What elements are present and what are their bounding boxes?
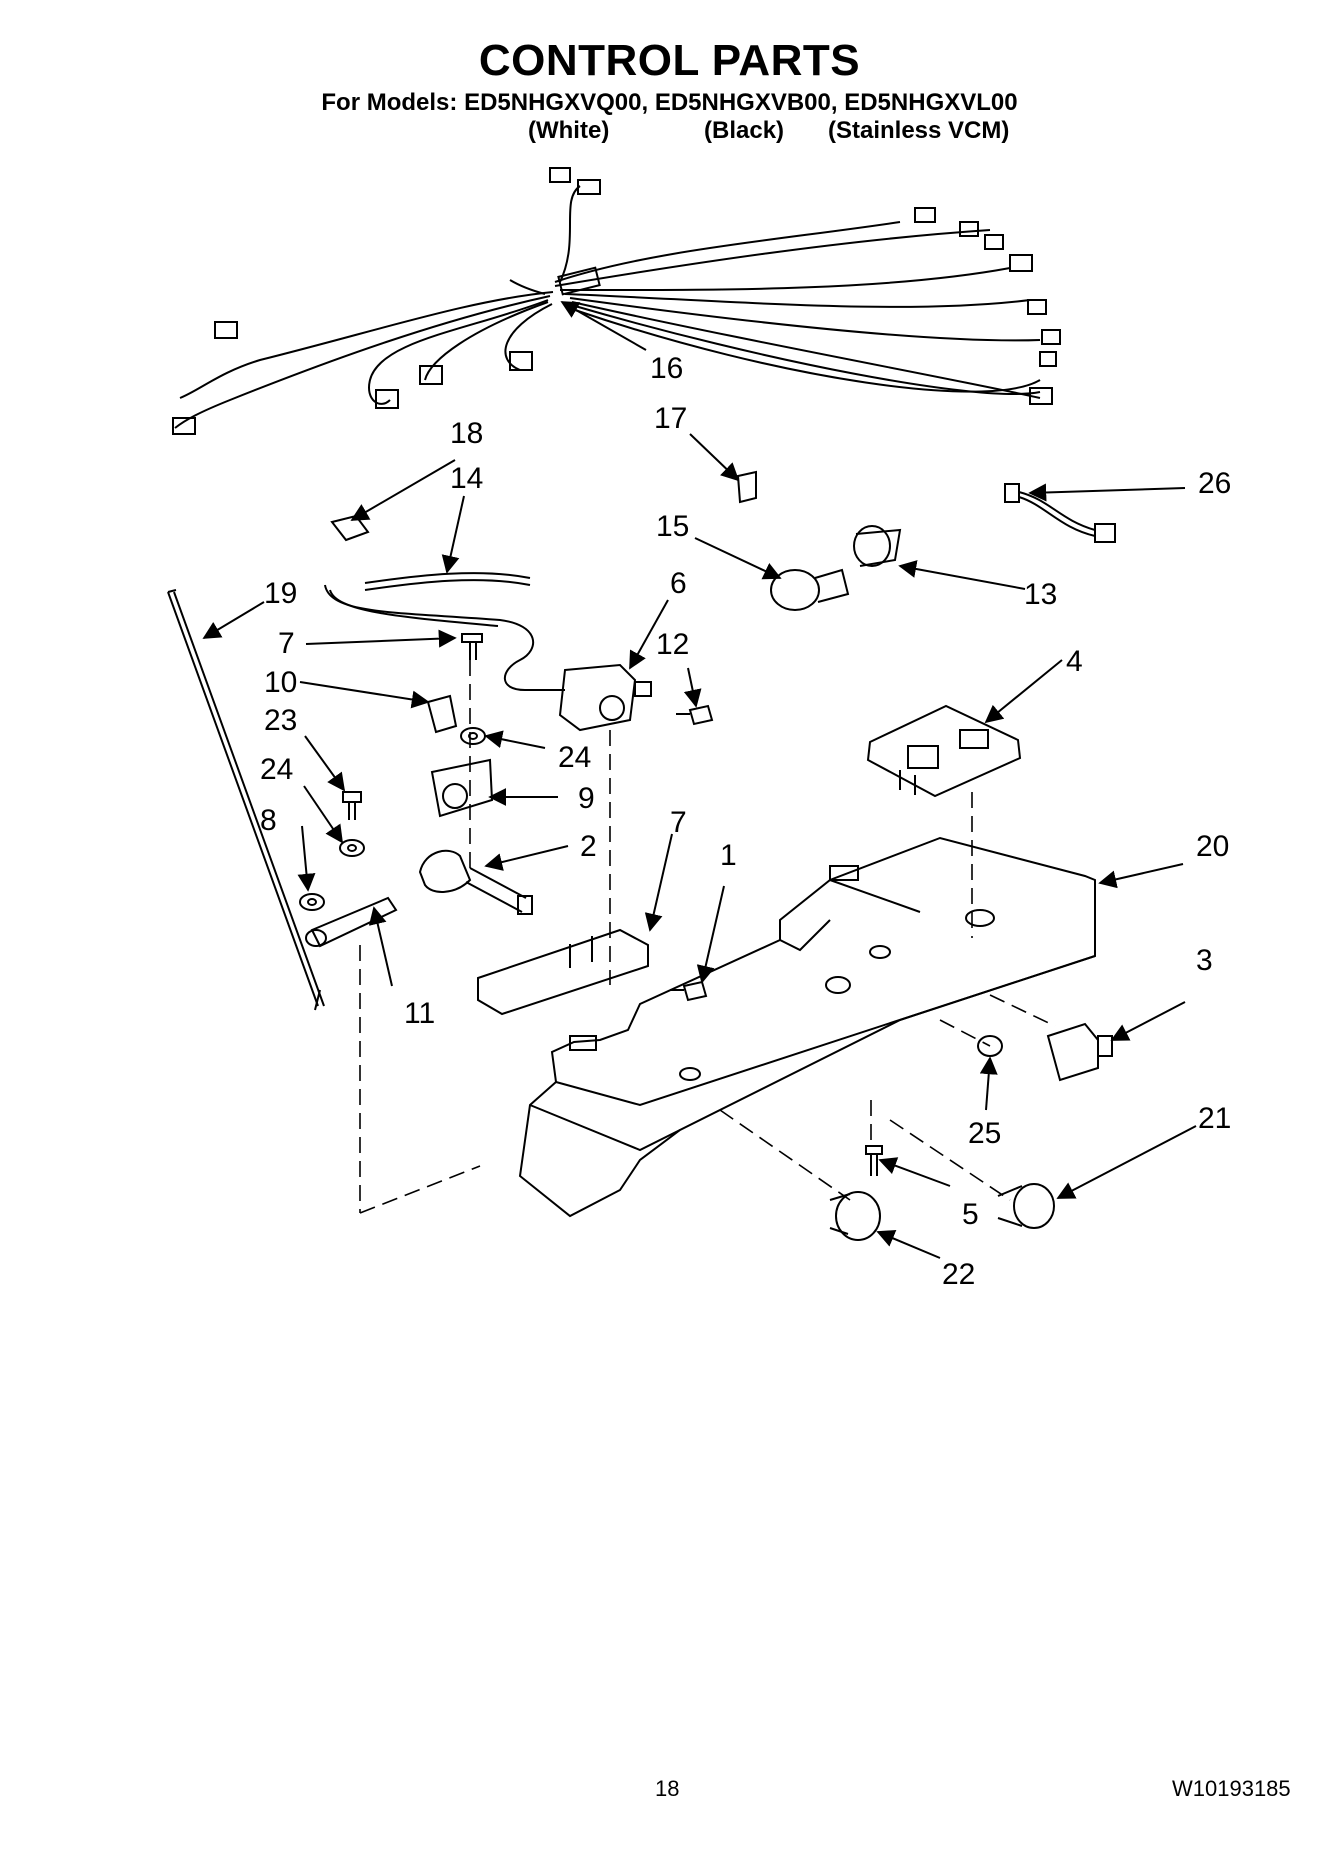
callout-23: 23 [264, 704, 297, 737]
callout-5: 5 [962, 1198, 979, 1231]
callout-19: 19 [264, 577, 297, 610]
screws [342, 633, 883, 1176]
clip [736, 470, 757, 504]
model-black: ED5NHGXVB00, [654, 89, 838, 116]
callout-9: 9 [578, 782, 595, 815]
control-housing [518, 836, 1096, 1218]
washers [299, 727, 486, 911]
callout-7-upper: 7 [278, 627, 295, 660]
callout-16: 16 [650, 352, 683, 385]
spring-clip [426, 694, 458, 734]
callout-2: 7 [670, 806, 687, 839]
models-line: For Models: ED5NHGXVQ00, ED5NHGXVB00, ED… [0, 89, 1339, 117]
color-black: (Black) [704, 117, 785, 144]
callout-14: 14 [450, 462, 483, 495]
actuator-rod [167, 589, 325, 1011]
lever [305, 896, 398, 948]
assembly-lines [359, 660, 1056, 1214]
shaft-bracket [430, 758, 494, 818]
callout-11: 11 [404, 997, 435, 1030]
callout-24-upper: 24 [558, 741, 591, 774]
page-number: 18 [655, 1776, 680, 1801]
tubing-clip [330, 514, 370, 542]
control-shaft [418, 849, 533, 915]
callout-7-lower: 1 [720, 839, 737, 872]
document-number: W10193185 [1172, 1776, 1291, 1801]
callout-10: 10 [264, 666, 297, 699]
callout-20: 8 [260, 804, 277, 837]
callout-26: 26 [1198, 467, 1231, 500]
leader-arrows [202, 301, 1197, 1259]
callout-18: 18 [450, 417, 483, 450]
callout-1: 20 [1196, 830, 1229, 863]
model-stainless: ED5NHGXVL00 [844, 89, 1018, 116]
color-stainless: (Stainless VCM) [828, 117, 1010, 144]
color-white: (White) [528, 117, 610, 144]
button [977, 1035, 1003, 1057]
callout-labels: 16 17 18 14 26 15 13 19 6 7 12 10 24 4 2… [260, 352, 1231, 1291]
callout-21: 21 [1198, 1102, 1231, 1135]
mounting-bracket [477, 928, 649, 1016]
model-white: ED5NHGXVQ00, [464, 89, 649, 116]
wire-harness [172, 167, 1061, 435]
tubing [364, 572, 531, 591]
thermostat [324, 584, 652, 732]
models-prefix: For Models: [321, 89, 458, 116]
page-title: CONTROL PARTS [478, 36, 861, 85]
callout-15: 15 [656, 510, 689, 543]
control-board [866, 704, 1022, 798]
bushings [829, 1183, 1055, 1241]
callout-17: 17 [654, 402, 687, 435]
callout-24-lower: 24 [260, 753, 293, 786]
short-harness [1004, 483, 1116, 543]
callout-6: 6 [670, 567, 687, 600]
callout-25: 25 [968, 1117, 1001, 1150]
callout-12: 12 [656, 628, 689, 661]
callout-3: 3 [1196, 944, 1213, 977]
door-switch [1046, 1022, 1113, 1082]
callout-4: 4 [1066, 645, 1083, 678]
callout-22: 22 [942, 1258, 975, 1291]
light-bulb [770, 568, 850, 611]
callout-13: 13 [1024, 578, 1057, 611]
callout-8: 2 [580, 830, 597, 863]
light-socket [853, 525, 902, 567]
